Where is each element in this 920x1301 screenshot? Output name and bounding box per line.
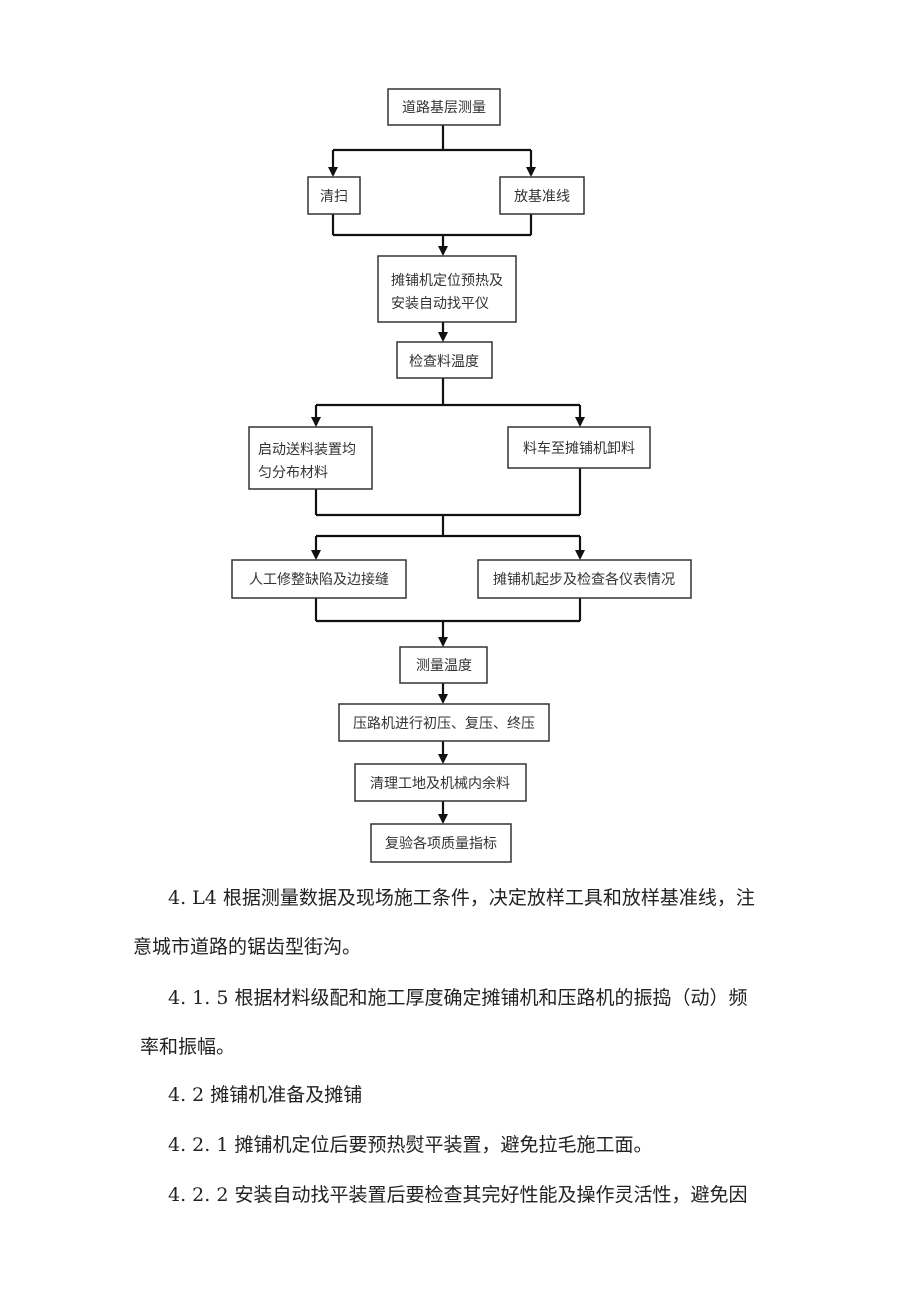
box-verify xyxy=(370,823,512,863)
paragraph-4-1-4-line2: 意城市道路的锯齿型街沟。 xyxy=(133,936,362,958)
box-feed xyxy=(248,426,373,490)
section-heading-4-2: 4. 2 摊铺机准备及摊铺 xyxy=(168,1084,363,1106)
box-repair xyxy=(231,559,407,599)
construction-flowchart: 道路基层测量 清扫 放基准线 摊铺机定位预热及 安装自动找平仪 检查料温度 启动… xyxy=(231,88,692,863)
box-check-temp xyxy=(396,341,493,379)
label-cleanup: 清理工地及机械内余料 xyxy=(370,775,510,792)
box-cleanup xyxy=(354,763,527,802)
box-unload xyxy=(507,426,651,469)
box-start-check xyxy=(477,559,692,599)
label-compact: 压路机进行初压、复压、终压 xyxy=(353,715,535,732)
label-verify: 复验各项质量指标 xyxy=(385,835,497,852)
label-feed-line2: 匀分布材料 xyxy=(258,465,328,481)
label-survey: 道路基层测量 xyxy=(402,99,486,116)
paragraph-4-1-4-line1: 4. L4 根据测量数据及现场施工条件，决定放样工具和放样基准线，注 xyxy=(168,887,755,909)
label-repair: 人工修整缺陷及边接缝 xyxy=(249,571,389,588)
label-paver-position-line1: 摊铺机定位预热及 xyxy=(391,273,503,289)
label-feed-line1: 启动送料装置均 xyxy=(258,442,356,458)
paragraph-4-2-2: 4. 2. 2 安装自动找平装置后要检查其完好性能及操作灵活性，避免因 xyxy=(168,1184,748,1206)
label-baseline: 放基准线 xyxy=(514,188,570,205)
paragraph-4-1-5-line1: 4. 1. 5 根据材料级配和施工厚度确定摊铺机和压路机的振捣（动）频 xyxy=(168,987,748,1009)
box-measure-temp xyxy=(399,646,488,684)
box-paver-position xyxy=(377,255,517,323)
label-start-check: 摊铺机起步及检查各仪表情况 xyxy=(493,572,675,588)
box-compact xyxy=(338,703,550,742)
paragraph-4-1-5-line2: 率和振幅。 xyxy=(140,1036,236,1058)
box-survey xyxy=(387,88,501,126)
box-baseline xyxy=(499,176,585,215)
label-check-temp: 检查料温度 xyxy=(409,354,479,370)
label-paver-position-line2: 安装自动找平仪 xyxy=(391,296,489,312)
box-sweep xyxy=(307,176,361,215)
label-sweep: 清扫 xyxy=(320,189,348,205)
label-unload: 料车至摊铺机卸料 xyxy=(523,440,635,457)
label-measure-temp: 测量温度 xyxy=(416,658,472,674)
paragraph-4-2-1: 4. 2. 1 摊铺机定位后要预热熨平装置，避免拉毛施工面。 xyxy=(168,1134,653,1156)
